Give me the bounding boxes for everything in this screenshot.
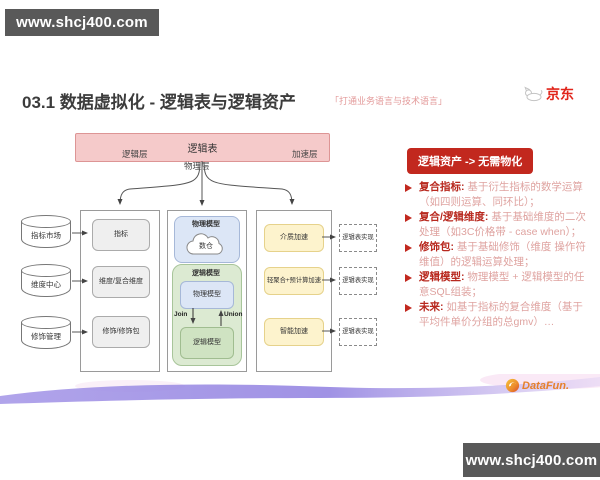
physical-model-box xyxy=(174,216,240,263)
source-label: 指标市场 xyxy=(31,231,61,240)
bullet-desc: 物理模型 + 逻辑模型的任意SQL组装； xyxy=(419,271,585,298)
bullet-desc: 基于衍生指标的数学运算（如四则运算、同环比）； xyxy=(419,181,583,208)
database-cylinder-top xyxy=(21,264,71,277)
impl-box: 逻辑表实现 xyxy=(339,224,377,252)
impl-box: 逻辑表实现 xyxy=(339,318,377,346)
list-item: 复合指标: 基于衍生指标的数学运算（如四则运算、同环比）； xyxy=(405,180,587,210)
bullet-desc: 基于基础修饰（维度 操作符 维值）的逻辑运算处理； xyxy=(419,241,586,268)
layer-label-logical: 逻辑层 xyxy=(122,149,148,159)
inner-physical-model-box: 物理模型 xyxy=(180,281,234,309)
list-item: 逻辑模型: 物理模型 + 逻辑模型的任意SQL组装； xyxy=(405,270,587,300)
bullet-term: 逻辑模型: xyxy=(419,271,465,283)
source-label: 修饰管理 xyxy=(31,332,61,341)
jd-brand-text: 京东 xyxy=(546,86,574,102)
bullet-arrow-icon xyxy=(405,214,412,222)
join-label: Join xyxy=(174,311,188,318)
bullet-desc: 基于基础维度的二次处理（如3C价格带 - case when）； xyxy=(419,211,586,238)
bullet-list: 复合指标: 基于衍生指标的数学运算（如四则运算、同环比）； 复合/逻辑维度: 基… xyxy=(405,180,587,330)
logic-box-metric: 指标 xyxy=(92,219,150,251)
bullet-term: 未来: xyxy=(419,301,444,313)
union-label: Union xyxy=(224,311,243,318)
list-item: 复合/逻辑维度: 基于基础维度的二次处理（如3C价格带 - case when）… xyxy=(405,210,587,240)
logical-table-bar: 逻辑表 xyxy=(75,133,330,162)
list-item: 修饰包: 基于基础修饰（维度 操作符 维值）的逻辑运算处理； xyxy=(405,240,587,270)
layer-label-accel: 加速层 xyxy=(292,149,318,159)
datafun-swirl-icon xyxy=(505,378,520,393)
accel-box-preagg: 轻聚合+预计算加速 xyxy=(264,267,324,295)
logical-model-group-label: 逻辑模型 xyxy=(192,270,220,277)
watermark-top-left: www.shcj400.com xyxy=(5,9,159,36)
bullet-arrow-icon xyxy=(405,304,412,312)
accel-box-smart: 智能加速 xyxy=(264,318,324,346)
database-cylinder-top xyxy=(21,316,71,329)
bullet-term: 复合指标: xyxy=(419,181,465,193)
page-subtitle: 「打通业务语言与技术语言」 xyxy=(330,96,448,106)
bullet-term: 修饰包: xyxy=(419,241,454,253)
database-icon: 指标市场 xyxy=(21,215,71,249)
datafun-logo: DataFun. xyxy=(505,378,569,393)
physical-model-label: 物理模型 xyxy=(192,221,220,228)
warehouse-label: 数仓 xyxy=(199,243,213,250)
bullet-arrow-icon xyxy=(405,274,412,282)
database-icon: 修饰管理 xyxy=(21,316,71,350)
bullet-desc: 如基于指标的复合维度（基于平均件单价分组的总gmv）… xyxy=(419,301,583,328)
bullet-arrow-icon xyxy=(405,184,412,192)
jd-logo: 京东 xyxy=(523,84,574,104)
logic-box-dimension: 维度/复合维度 xyxy=(92,266,150,298)
impl-box: 逻辑表实现 xyxy=(339,267,377,295)
layer-label-physical: 物理层 xyxy=(184,161,210,171)
page-title: 03.1 数据虚拟化 - 逻辑表与逻辑资产 xyxy=(22,93,296,112)
bullet-arrow-icon xyxy=(405,244,412,252)
datafun-wordmark: DataFun. xyxy=(522,379,570,392)
warehouse-cloud-icon xyxy=(183,232,229,259)
inner-logical-model-box: 逻辑模型 xyxy=(180,327,234,359)
database-icon: 维度中心 xyxy=(21,264,71,298)
list-item: 未来: 如基于指标的复合维度（基于平均件单价分组的总gmv）… xyxy=(405,300,587,330)
bullet-term: 复合/逻辑维度: xyxy=(419,211,489,223)
source-label: 维度中心 xyxy=(31,280,61,289)
accel-box-media: 介质加速 xyxy=(264,224,324,252)
logical-asset-badge: 逻辑资产 -> 无需物化 xyxy=(407,148,534,174)
watermark-bottom-right: www.shcj400.com xyxy=(463,443,600,477)
logic-box-modifier: 修饰/修饰包 xyxy=(92,316,150,348)
database-cylinder-top xyxy=(21,215,71,228)
jd-dog-icon xyxy=(523,86,543,102)
